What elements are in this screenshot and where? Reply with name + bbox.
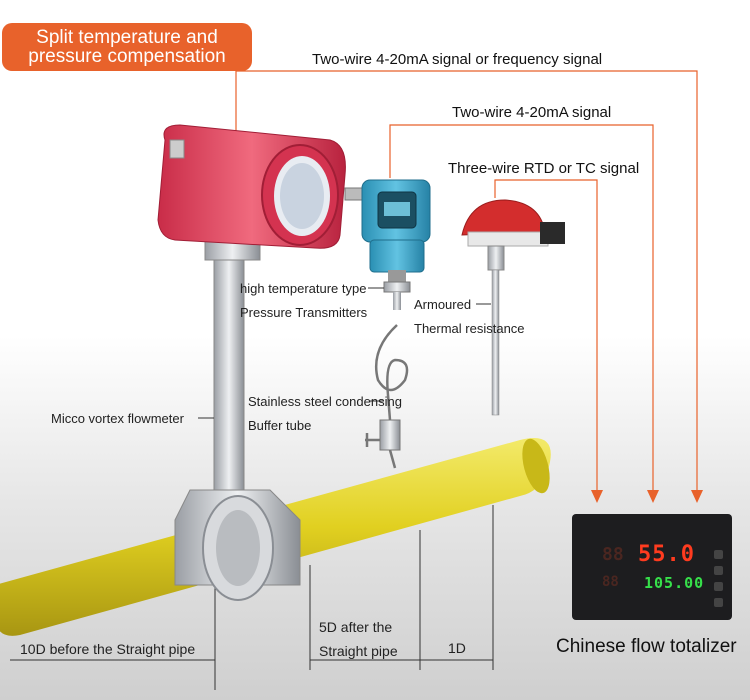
totalizer-reading-2: 105.00	[644, 574, 705, 592]
pressure-transmitter-illustration	[344, 179, 431, 310]
signal-label-rtd-tc: Three-wire RTD or TC signal	[448, 160, 640, 177]
dimension-10d-before: 10D before the Straight pipe	[20, 641, 196, 657]
totalizer-button-4[interactable]	[714, 598, 723, 607]
totalizer-button-3[interactable]	[714, 582, 723, 591]
compensation-banner: Split temperature and pressure compensat…	[2, 23, 252, 71]
dimension-lines	[10, 505, 494, 690]
flowmeter-label: Micco vortex flowmeter	[51, 411, 184, 426]
thermal-resistance-label-1: Armoured	[414, 297, 472, 312]
signal-label-frequency: Two-wire 4-20mA signal or frequency sign…	[312, 51, 603, 68]
banner-line-1: Split temperature and	[36, 27, 218, 48]
totalizer-button-2[interactable]	[714, 566, 723, 575]
signal-wires	[235, 70, 698, 498]
dimension-5d-after-1: 5D after the	[319, 619, 393, 635]
thermal-resistance-label-2: Thermal resistance	[414, 321, 525, 336]
pressure-transmitter-label-1: high temperature type	[240, 281, 367, 296]
pressure-transmitter-label-2: Pressure Transmitters	[240, 305, 368, 320]
buffer-tube-label-1: Stainless steel condensing	[248, 394, 402, 409]
signal-label-4-20ma: Two-wire 4-20mA signal	[452, 104, 612, 121]
ghost-digits-2: 88	[602, 574, 619, 590]
buffer-tube-illustration	[365, 324, 409, 469]
ghost-digits-1: 88	[602, 544, 624, 565]
dimension-5d-after-2: Straight pipe	[319, 643, 398, 659]
dimension-1d: 1D	[448, 640, 466, 656]
totalizer-button-1[interactable]	[714, 550, 723, 559]
flow-totalizer-display: 88 88 55.0 105.00	[572, 514, 732, 620]
banner-line-2: pressure compensation	[28, 46, 226, 67]
vortex-flowmeter-illustration	[157, 124, 346, 601]
thermal-resistance-illustration	[461, 199, 565, 416]
signal-arrows	[591, 490, 703, 503]
totalizer-reading-1: 55.0	[638, 542, 695, 567]
buffer-tube-label-2: Buffer tube	[248, 418, 312, 433]
leader-lines	[198, 287, 491, 419]
totalizer-title: Chinese flow totalizer	[556, 636, 737, 657]
